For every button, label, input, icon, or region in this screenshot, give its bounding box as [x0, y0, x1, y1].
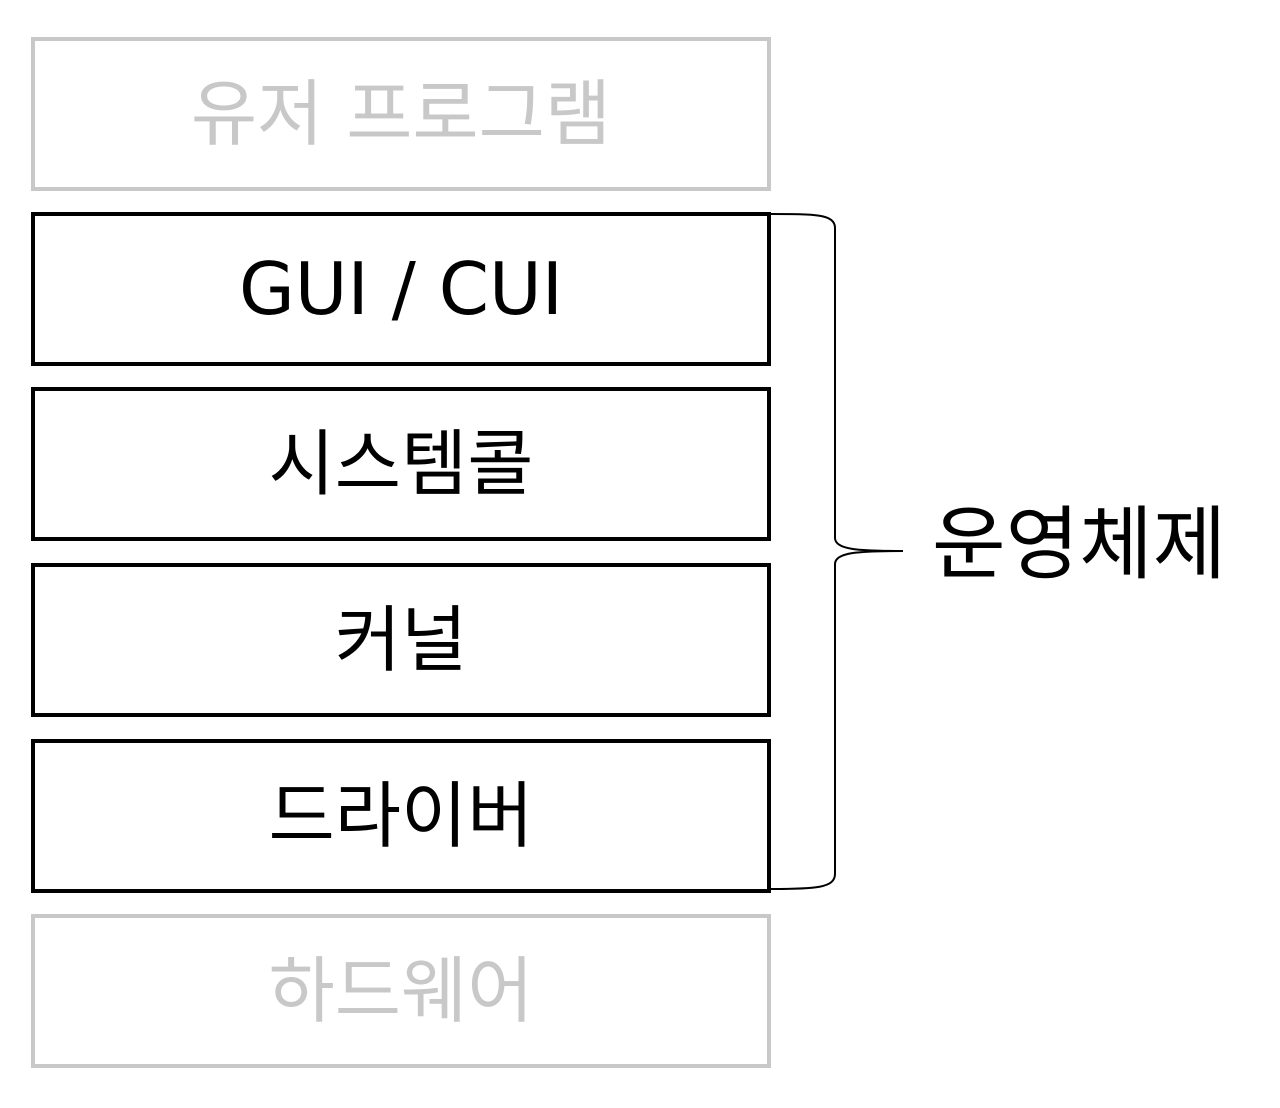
- layer-gui-cui: GUI / CUI: [31, 212, 771, 366]
- layer-label: 유저 프로그램: [190, 72, 612, 156]
- layer-system-call: 시스템콜: [31, 387, 771, 541]
- layer-label: 드라이버: [268, 774, 534, 858]
- layer-label: GUI / CUI: [239, 247, 563, 331]
- layer-label: 하드웨어: [268, 949, 534, 1033]
- layer-user-program: 유저 프로그램: [31, 37, 771, 191]
- layer-label: 시스템콜: [268, 422, 534, 506]
- layer-label: 커널: [334, 598, 468, 682]
- layer-driver: 드라이버: [31, 739, 771, 893]
- os-group-label: 운영체제: [932, 498, 1227, 591]
- layer-hardware: 하드웨어: [31, 914, 771, 1068]
- layer-kernel: 커널: [31, 563, 771, 717]
